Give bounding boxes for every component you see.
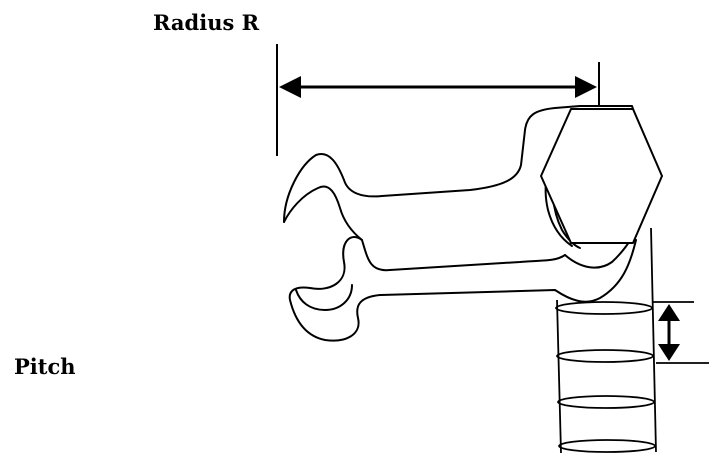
- wrench-handle-outline: [283, 105, 637, 342]
- wrench-lower-jaw: [295, 284, 353, 311]
- radius-arrowhead-left: [279, 76, 301, 98]
- wrench-upper-jaw: [283, 185, 363, 241]
- pitch-arrowhead-bottom: [658, 344, 680, 361]
- radius-arrowhead-right: [575, 76, 597, 98]
- pitch-label: Pitch: [14, 354, 76, 379]
- helix-coil: [555, 227, 657, 454]
- coil-turn-1: [555, 301, 653, 315]
- coil-turn-4: [558, 439, 656, 453]
- radius-dimension: [276, 44, 600, 156]
- pitch-dimension: [652, 301, 709, 364]
- coil-left-edge: [556, 299, 562, 454]
- coil-turn-3: [557, 395, 655, 409]
- pitch-arrowhead-top: [658, 304, 680, 321]
- hex-bolt: [540, 108, 663, 244]
- hex-bolt-outline: [540, 108, 663, 244]
- coil-right-edge: [650, 227, 657, 453]
- radius-label: Radius R: [153, 10, 260, 35]
- coil-turn-2: [556, 349, 654, 363]
